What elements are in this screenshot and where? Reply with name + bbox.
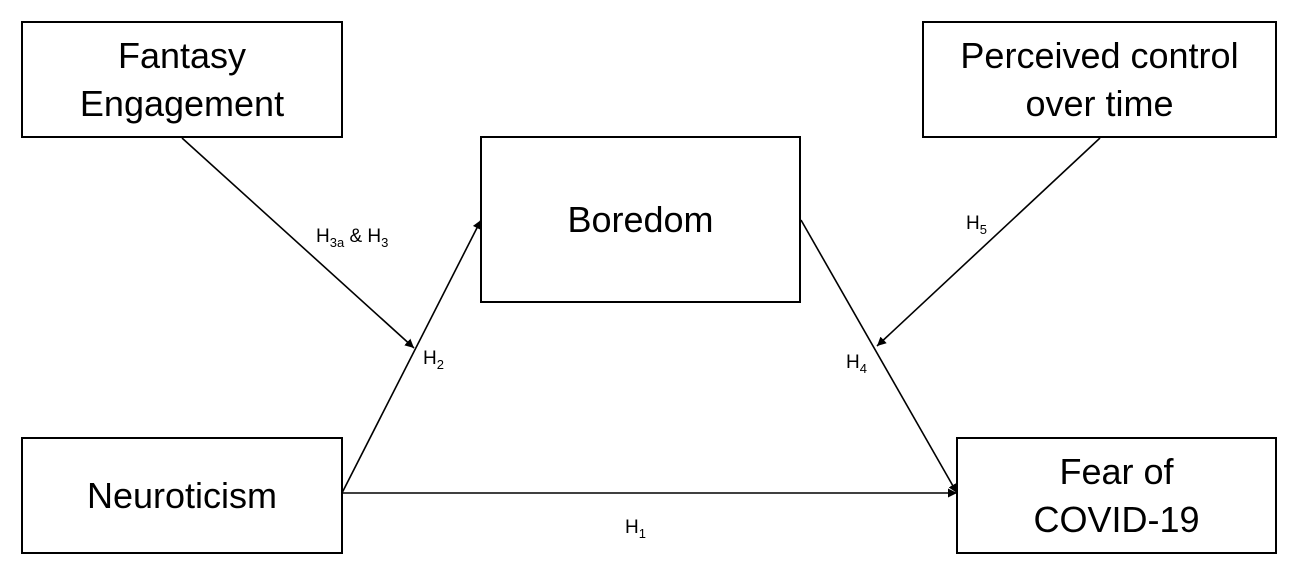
arrow-perceived-to-path xyxy=(876,137,1101,347)
label-h1-sub: 1 xyxy=(638,526,646,541)
node-perceived-control: Perceived control over time xyxy=(922,21,1277,138)
node-fear-of-covid: Fear of COVID-19 xyxy=(956,437,1277,554)
label-h3-rest: & H xyxy=(344,226,382,247)
label-h2-letter: H xyxy=(423,348,437,369)
label-h5: H5 xyxy=(966,213,987,237)
node-fantasy-line-1: Fantasy xyxy=(117,34,247,76)
label-h5-letter: H xyxy=(966,213,980,234)
node-boredom: Boredom xyxy=(480,136,801,303)
node-fantasy-engagement: Fantasy Engagement xyxy=(21,21,343,138)
node-fear-line-2: COVID-19 xyxy=(1033,498,1200,540)
label-h3-sub: 3a xyxy=(329,235,345,250)
label-h5-sub: 5 xyxy=(979,222,987,237)
label-h1: H1 xyxy=(625,517,646,541)
label-h4-letter: H xyxy=(846,352,860,373)
node-fear-line-1: Fear of xyxy=(1059,450,1174,492)
label-h4-sub: 4 xyxy=(859,361,867,376)
label-h3-letter: H xyxy=(316,226,330,247)
arrow-neuroticism-to-boredom xyxy=(341,219,482,494)
node-neuroticism: Neuroticism xyxy=(21,437,343,554)
node-boredom-line-1: Boredom xyxy=(567,198,714,240)
node-neuroticism-line-1: Neuroticism xyxy=(86,474,278,516)
label-h2-sub: 2 xyxy=(436,357,444,372)
node-perceived-line-1: Perceived control xyxy=(960,34,1239,76)
node-perceived-line-2: over time xyxy=(1025,82,1174,124)
arrow-boredom-to-fear xyxy=(800,219,958,494)
node-fantasy-line-2: Engagement xyxy=(79,82,285,124)
arrow-fantasy-to-path xyxy=(181,137,415,349)
label-h1-letter: H xyxy=(625,517,639,538)
label-h3-sub2: 3 xyxy=(381,235,389,250)
label-h3a-h3: H3a & H3 xyxy=(316,226,389,250)
label-h2: H2 xyxy=(423,348,444,372)
label-h4: H4 xyxy=(846,352,867,376)
